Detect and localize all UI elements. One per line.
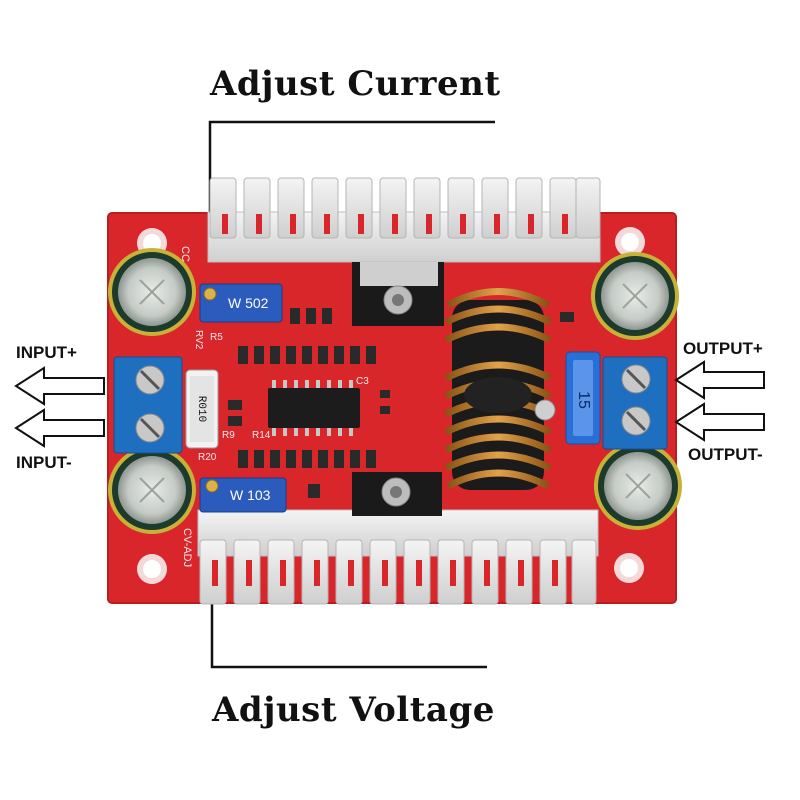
output-minus-label: OUTPUT- [688, 445, 763, 464]
input-minus-label: INPUT- [16, 453, 72, 472]
shunt-label: R010 [195, 396, 207, 422]
input-minus-arrow-icon [14, 408, 105, 448]
output-terminal-block [602, 356, 668, 450]
top-mosfet [352, 262, 444, 326]
mounting-holes [137, 227, 645, 584]
smd-components [228, 308, 574, 498]
toroid-inductor [444, 288, 556, 490]
input-arrows [14, 366, 105, 448]
silk-r5: R5 [210, 332, 223, 343]
capacitor-top-left [108, 248, 196, 336]
adjust-current-label: Adjust Current [210, 64, 501, 104]
capacitor-top-right [591, 252, 679, 340]
blade-fuse: 15 [565, 351, 601, 445]
output-minus-arrow-icon [674, 402, 765, 442]
silk-cv-adj: CV-ADJ [181, 528, 193, 567]
silk-rv2: RV2 [193, 330, 204, 350]
silkscreen: CC CV-ADJ RV2 R5 R9 R20 R14 C3 [179, 246, 369, 567]
output-plus-arrow-icon [674, 360, 765, 400]
pot-voltage-label: W 103 [230, 487, 271, 503]
adjust-voltage-label: Adjust Voltage [212, 690, 495, 730]
silk-r20: R20 [198, 452, 217, 463]
silk-c3: C3 [356, 376, 369, 387]
capacitor-bottom-left [108, 446, 196, 534]
pot-current-label: W 502 [228, 295, 269, 311]
current-potentiometer: W 502 [199, 283, 283, 323]
top-heatsink [207, 177, 601, 263]
control-ic [268, 380, 360, 436]
silk-r9: R9 [222, 430, 235, 441]
output-arrows [674, 360, 765, 442]
input-terminal-block [113, 356, 183, 454]
bottom-diode [352, 472, 442, 516]
bottom-heatsink [197, 509, 599, 605]
fuse-rating: 15 [575, 391, 592, 409]
silk-cc: CC [179, 246, 191, 262]
input-plus-arrow-icon [14, 366, 105, 406]
input-plus-label: INPUT+ [16, 343, 77, 362]
shunt-resistor: R010 [185, 369, 219, 449]
silk-r14: R14 [252, 430, 271, 441]
capacitor-bottom-right [594, 442, 682, 530]
voltage-potentiometer: W 103 [199, 477, 287, 513]
output-plus-label: OUTPUT+ [683, 339, 763, 358]
